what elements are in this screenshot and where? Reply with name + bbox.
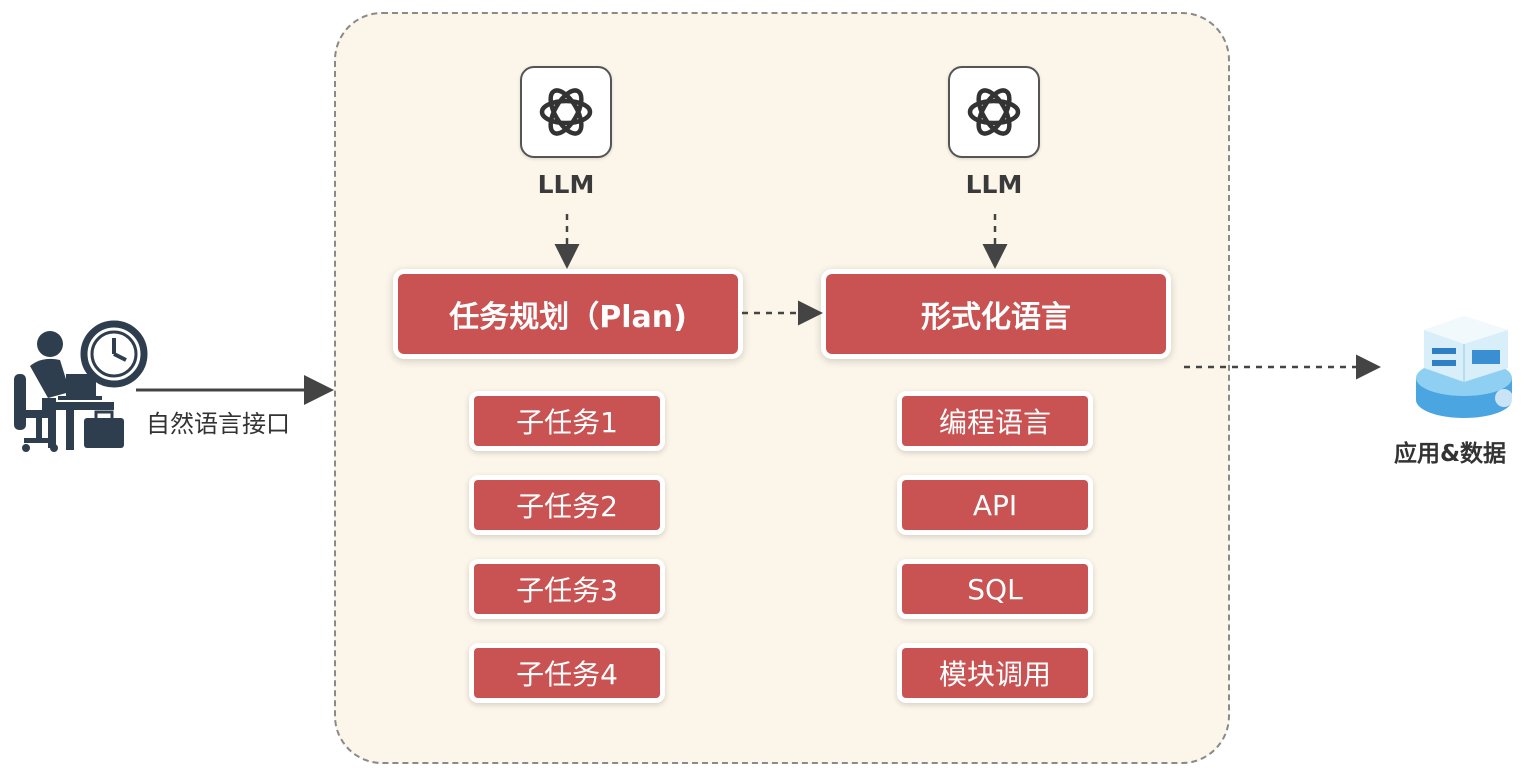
formal-item-box-4: 模块调用 <box>902 648 1088 698</box>
subtask-box-1: 子任务1 <box>474 396 660 446</box>
processing-container <box>334 12 1230 764</box>
openai-logo-icon <box>967 88 1021 136</box>
plan-box: 任务规划（Plan) <box>398 274 738 354</box>
openai-logo-icon <box>539 88 593 136</box>
subtask-box-4: 子任务4 <box>474 648 660 698</box>
llm-left-icon-box <box>520 66 612 158</box>
user-at-desk-icon <box>14 320 148 452</box>
formal-item-box-2: API <box>902 480 1088 530</box>
subtask-box-3: 子任务3 <box>474 564 660 614</box>
formal-item-box-1: 编程语言 <box>902 396 1088 446</box>
llm-right-label: LLM <box>965 170 1023 199</box>
formal-item-box-3: SQL <box>902 564 1088 614</box>
llm-left-label: LLM <box>537 170 595 199</box>
llm-right-icon-box <box>948 66 1040 158</box>
application-data-label: 应用&数据 <box>1394 441 1507 467</box>
server-data-icon <box>1416 316 1513 418</box>
natural-language-interface-label: 自然语言接口 <box>146 410 290 438</box>
subtask-box-2: 子任务2 <box>474 480 660 530</box>
formal-language-box: 形式化语言 <box>826 274 1166 354</box>
